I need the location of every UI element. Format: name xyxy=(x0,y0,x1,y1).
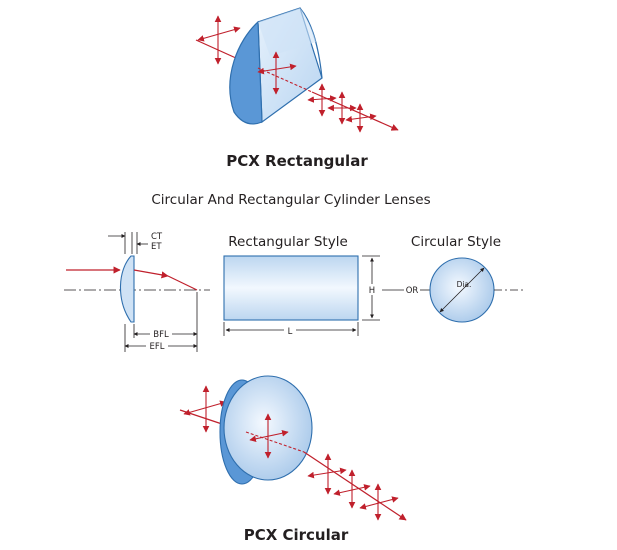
outgoing-ray xyxy=(303,451,407,521)
rectangular-style-label: Rectangular Style xyxy=(228,234,348,250)
pcx-rectangular-title: PCX Rectangular xyxy=(226,152,368,170)
pcx-lens-cross-section xyxy=(119,255,135,323)
dia-dimension-arrow xyxy=(439,267,485,313)
pcx-rectangular-figure: PCX Rectangular xyxy=(195,7,399,170)
output-polarization-arrow xyxy=(307,467,347,479)
or-label: OR xyxy=(406,286,419,296)
et-label: ET xyxy=(151,242,162,252)
internal-polarization-arrow xyxy=(257,63,297,75)
dia-label: Dia. xyxy=(457,280,472,289)
rectangular-lens-top-edge xyxy=(299,7,323,79)
ct-label: CT xyxy=(151,232,163,242)
l-label: L xyxy=(288,327,293,337)
output-polarization-arrow xyxy=(307,95,337,103)
input-polarization-arrow xyxy=(183,400,227,416)
rectangular-lens-top-face xyxy=(258,8,316,56)
cross-section-figure: CT ET BFL EFL Rectangular Style L H OR C… xyxy=(64,232,524,352)
efl-label: EFL xyxy=(150,342,165,352)
pcx-circular-title: PCX Circular xyxy=(244,526,349,544)
refracted-ray-tail xyxy=(167,275,198,291)
pcx-circular-figure: PCX Circular xyxy=(179,375,407,544)
input-polarization-arrow xyxy=(197,26,241,42)
refracted-ray xyxy=(133,269,169,279)
internal-polarization-arrow xyxy=(249,429,289,443)
circular-style-label: Circular Style xyxy=(411,234,501,250)
rectangular-lens-curved-side xyxy=(229,20,263,125)
output-polarization-arrow xyxy=(359,496,399,510)
outgoing-ray xyxy=(311,91,399,131)
bfl-label: BFL xyxy=(153,330,169,340)
output-polarization-arrow xyxy=(333,484,371,496)
output-polarization-arrow xyxy=(345,113,377,123)
h-label: H xyxy=(369,286,375,296)
diagram-subtitle: Circular And Rectangular Cylinder Lenses xyxy=(151,192,430,208)
rectangular-lens-side-view xyxy=(223,255,359,321)
